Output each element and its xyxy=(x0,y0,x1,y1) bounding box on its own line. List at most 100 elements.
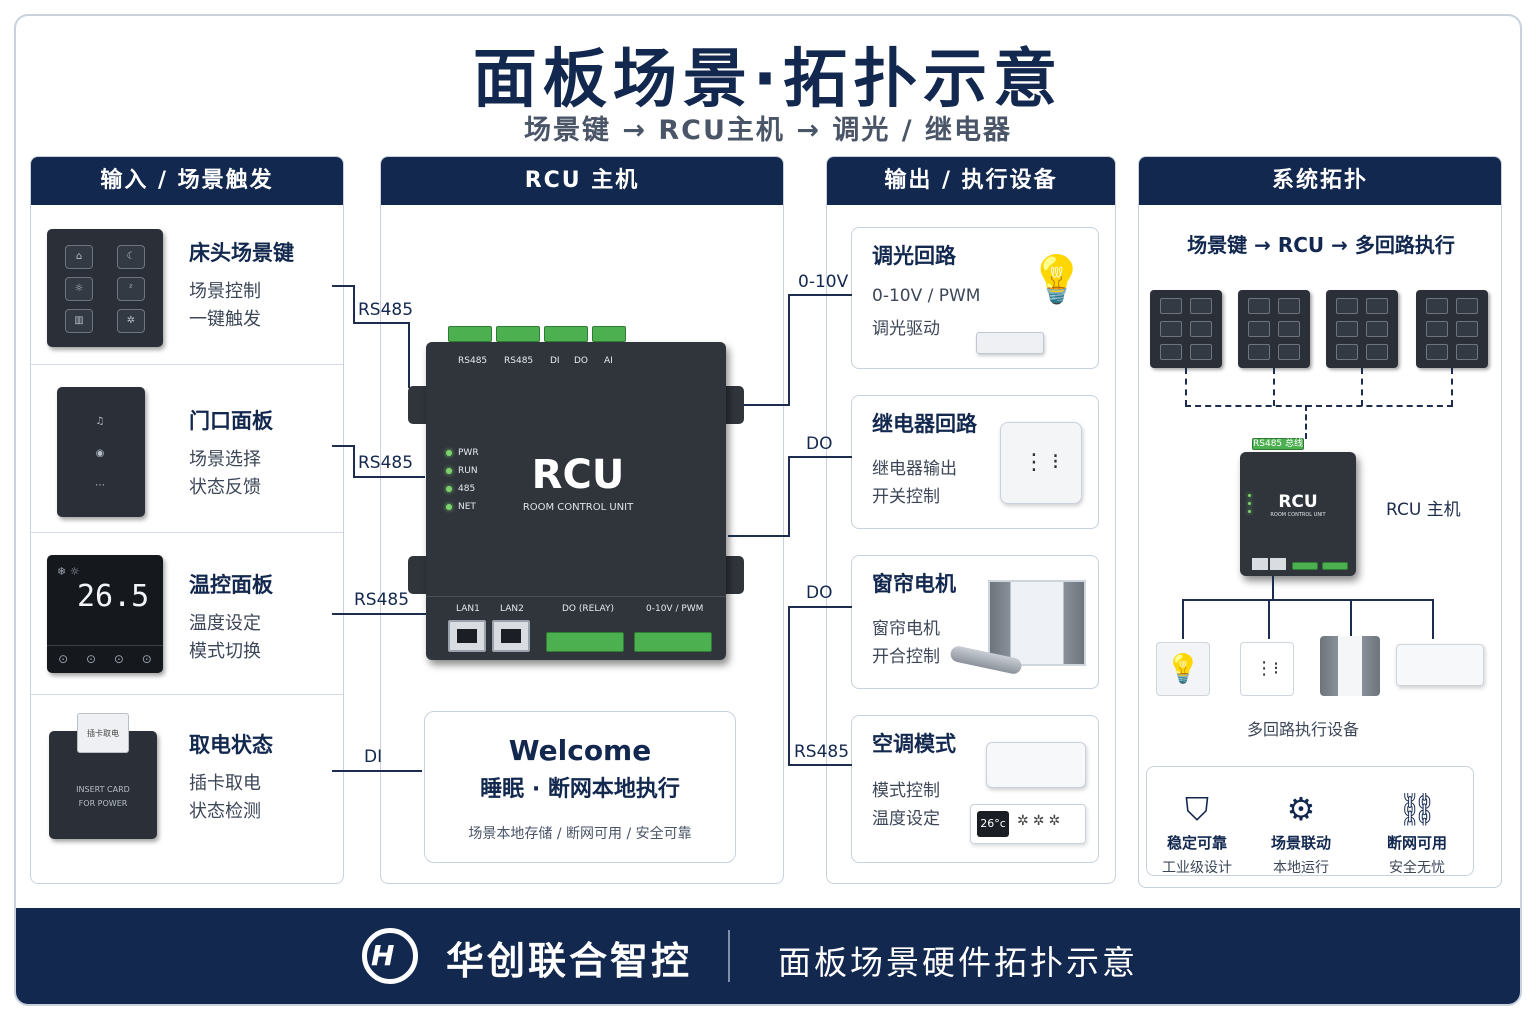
wire-dimming xyxy=(744,404,790,406)
lightbulb-icon: 💡 xyxy=(1028,252,1086,306)
mini-rcu-name: RCU xyxy=(1278,492,1318,512)
output-desc: 开合控制 xyxy=(872,647,940,667)
welcome-title: Welcome xyxy=(508,734,652,767)
sleep-scene-key-icon: ᶻ xyxy=(117,277,145,301)
footer-caption: 面板场景硬件拓扑示意 xyxy=(778,943,1138,982)
tree-wire xyxy=(1272,576,1274,600)
led-indicator xyxy=(446,450,452,456)
device-socket-icon: ⋮⁝ xyxy=(1240,642,1294,696)
bus-dashed-line xyxy=(1361,368,1363,406)
mini-lan-port xyxy=(1270,558,1286,570)
ac-controller-icon: 26°c ✲✲✲ xyxy=(970,804,1086,844)
led-label: RUN xyxy=(458,466,478,476)
mini-led xyxy=(1248,510,1251,513)
output-title: 窗帘电机 xyxy=(872,572,956,596)
rcu-bottom-port-label: DO (RELAY) xyxy=(562,604,615,614)
thermostat-mode-icon: ❄ ☼ xyxy=(57,565,80,578)
welcome-note: 场景本地存储 / 断网可用 / 安全可靠 xyxy=(468,826,692,842)
welcome-card: Welcome 睡眠 · 断网本地执行 场景本地存储 / 断网可用 / 安全可靠 xyxy=(424,711,736,863)
wire-label-0-10v: 0-10V xyxy=(798,272,849,292)
rcu-top-port-label: DO xyxy=(574,356,589,366)
relay-terminal xyxy=(546,632,624,652)
wire-door xyxy=(353,476,425,478)
air-conditioner-icon xyxy=(986,742,1086,788)
input-item-bedside: ⌂ ☾ ☼ ᶻ ▥ ✲ 床头场景键 场景控制 一键触发 xyxy=(31,205,343,365)
bus-dashed-line xyxy=(1185,368,1187,406)
mini-led xyxy=(1248,494,1251,497)
wire-curtain xyxy=(788,606,852,608)
ac-mode-icons: ✲✲✲ xyxy=(1017,813,1065,829)
card-slot-text: INSERT CARD xyxy=(76,785,130,794)
led-indicator xyxy=(446,468,452,474)
rcu-device: PWR RUN 485 NET RCU ROOM CONTROL UNIT RS… xyxy=(426,342,726,660)
wire-bedside xyxy=(353,285,355,323)
device-lightbulb-icon: 💡 xyxy=(1156,642,1210,696)
night-scene-key-icon: ☾ xyxy=(117,245,145,269)
output-desc: 窗帘电机 xyxy=(872,619,940,639)
output-title: 继电器回路 xyxy=(872,412,977,436)
shield-check-icon: ⛉ xyxy=(1184,790,1209,828)
feature-title: 断网可用 xyxy=(1386,834,1447,852)
chip-icon: ⚙ xyxy=(1286,790,1316,828)
wire-door xyxy=(332,445,354,447)
bus-dashed-line xyxy=(1273,368,1275,406)
input-item-thermostat: 26.5 ❄ ☼ ⊙ ⊙ ⊙ ⊙ 温控面板 温度设定 模式切换 xyxy=(31,533,343,695)
mini-scene-panel xyxy=(1416,290,1488,368)
output-title: 空调模式 xyxy=(872,732,956,756)
feature-stable: ⛉ 稳定可靠 工业级设计 xyxy=(1142,790,1252,877)
bus-dashed-line xyxy=(1305,405,1307,439)
topology-column-header: 系统拓扑 xyxy=(1139,157,1501,205)
output-desc: 继电器输出 xyxy=(872,459,957,479)
feature-offline: ⛓ 断网可用 安全无忧 xyxy=(1362,790,1472,877)
footer-bar: H 华创联合智控 面板场景硬件拓扑示意 xyxy=(16,908,1520,1004)
wire-card xyxy=(332,770,422,772)
devices-label: 多回路执行设备 xyxy=(1246,720,1359,739)
tree-wire xyxy=(1432,599,1434,639)
wire-bedside xyxy=(332,285,354,287)
rcu-top-port-label: RS485 xyxy=(458,356,488,366)
wire-label-rs485: RS485 xyxy=(794,742,850,762)
output-card-ac: 空调模式 模式控制 温度设定 26°c ✲✲✲ xyxy=(851,715,1099,863)
home-scene-key-icon: ⌂ xyxy=(65,245,93,269)
thermostat-buttons: ⊙ ⊙ ⊙ ⊙ xyxy=(47,645,163,666)
rcu-divider xyxy=(426,596,726,597)
output-desc: 模式控制 xyxy=(872,781,940,801)
tree-wire xyxy=(1182,599,1184,639)
feature-sub: 安全无忧 xyxy=(1389,860,1445,876)
input-item-door: ♫ ◉ ⋯ 门口面板 场景选择 状态反馈 xyxy=(31,365,343,533)
feature-sub: 本地运行 xyxy=(1273,860,1329,876)
rcu-name: RCU xyxy=(531,452,625,498)
key-card: 插卡取电 xyxy=(77,713,129,753)
dnd-icon: ◉ xyxy=(95,448,105,459)
mini-led xyxy=(1248,502,1251,505)
power-socket-icon: ⋮ ⁝ xyxy=(1000,422,1082,504)
ac-temp-display: 26°c xyxy=(977,811,1009,837)
rcu-top-port-label: RS485 xyxy=(504,356,534,366)
output-desc: 0-10V / PWM xyxy=(872,286,981,306)
output-title: 调光回路 xyxy=(872,244,956,268)
feature-scene-link: ⚙ 场景联动 本地运行 xyxy=(1246,790,1356,877)
device-air-conditioner-icon xyxy=(1396,644,1484,686)
dimmer-driver-icon xyxy=(976,332,1044,354)
bus-dashed-line xyxy=(1185,405,1453,407)
output-column-header: 输出 / 执行设备 xyxy=(827,157,1115,205)
card-power-panel: 插卡取电 INSERT CARD FOR POWER xyxy=(49,713,157,839)
rs485-terminal xyxy=(496,326,540,342)
wire-label-rs485: RS485 xyxy=(358,453,414,473)
led-indicator xyxy=(446,486,452,492)
mini-lan-port xyxy=(1252,558,1268,570)
tree-wire xyxy=(1350,599,1352,639)
tree-wire xyxy=(1182,599,1434,601)
wire-relay xyxy=(728,535,790,537)
brand-logo-icon: H xyxy=(362,928,418,984)
curtain-icon xyxy=(988,580,1086,666)
thermostat-temp-display: 26.5 xyxy=(77,579,150,614)
feature-title: 稳定可靠 xyxy=(1166,834,1227,852)
output-desc: 开关控制 xyxy=(872,487,940,507)
input-item-card: 插卡取电 INSERT CARD FOR POWER 取电状态 插卡取电 状态检… xyxy=(31,695,343,883)
wire-label-di: DI xyxy=(364,747,383,767)
wire-bedside xyxy=(408,322,410,388)
mini-scene-panel xyxy=(1238,290,1310,368)
rcu-bottom-port-label: LAN2 xyxy=(500,604,524,614)
rs485-terminal xyxy=(448,326,492,342)
